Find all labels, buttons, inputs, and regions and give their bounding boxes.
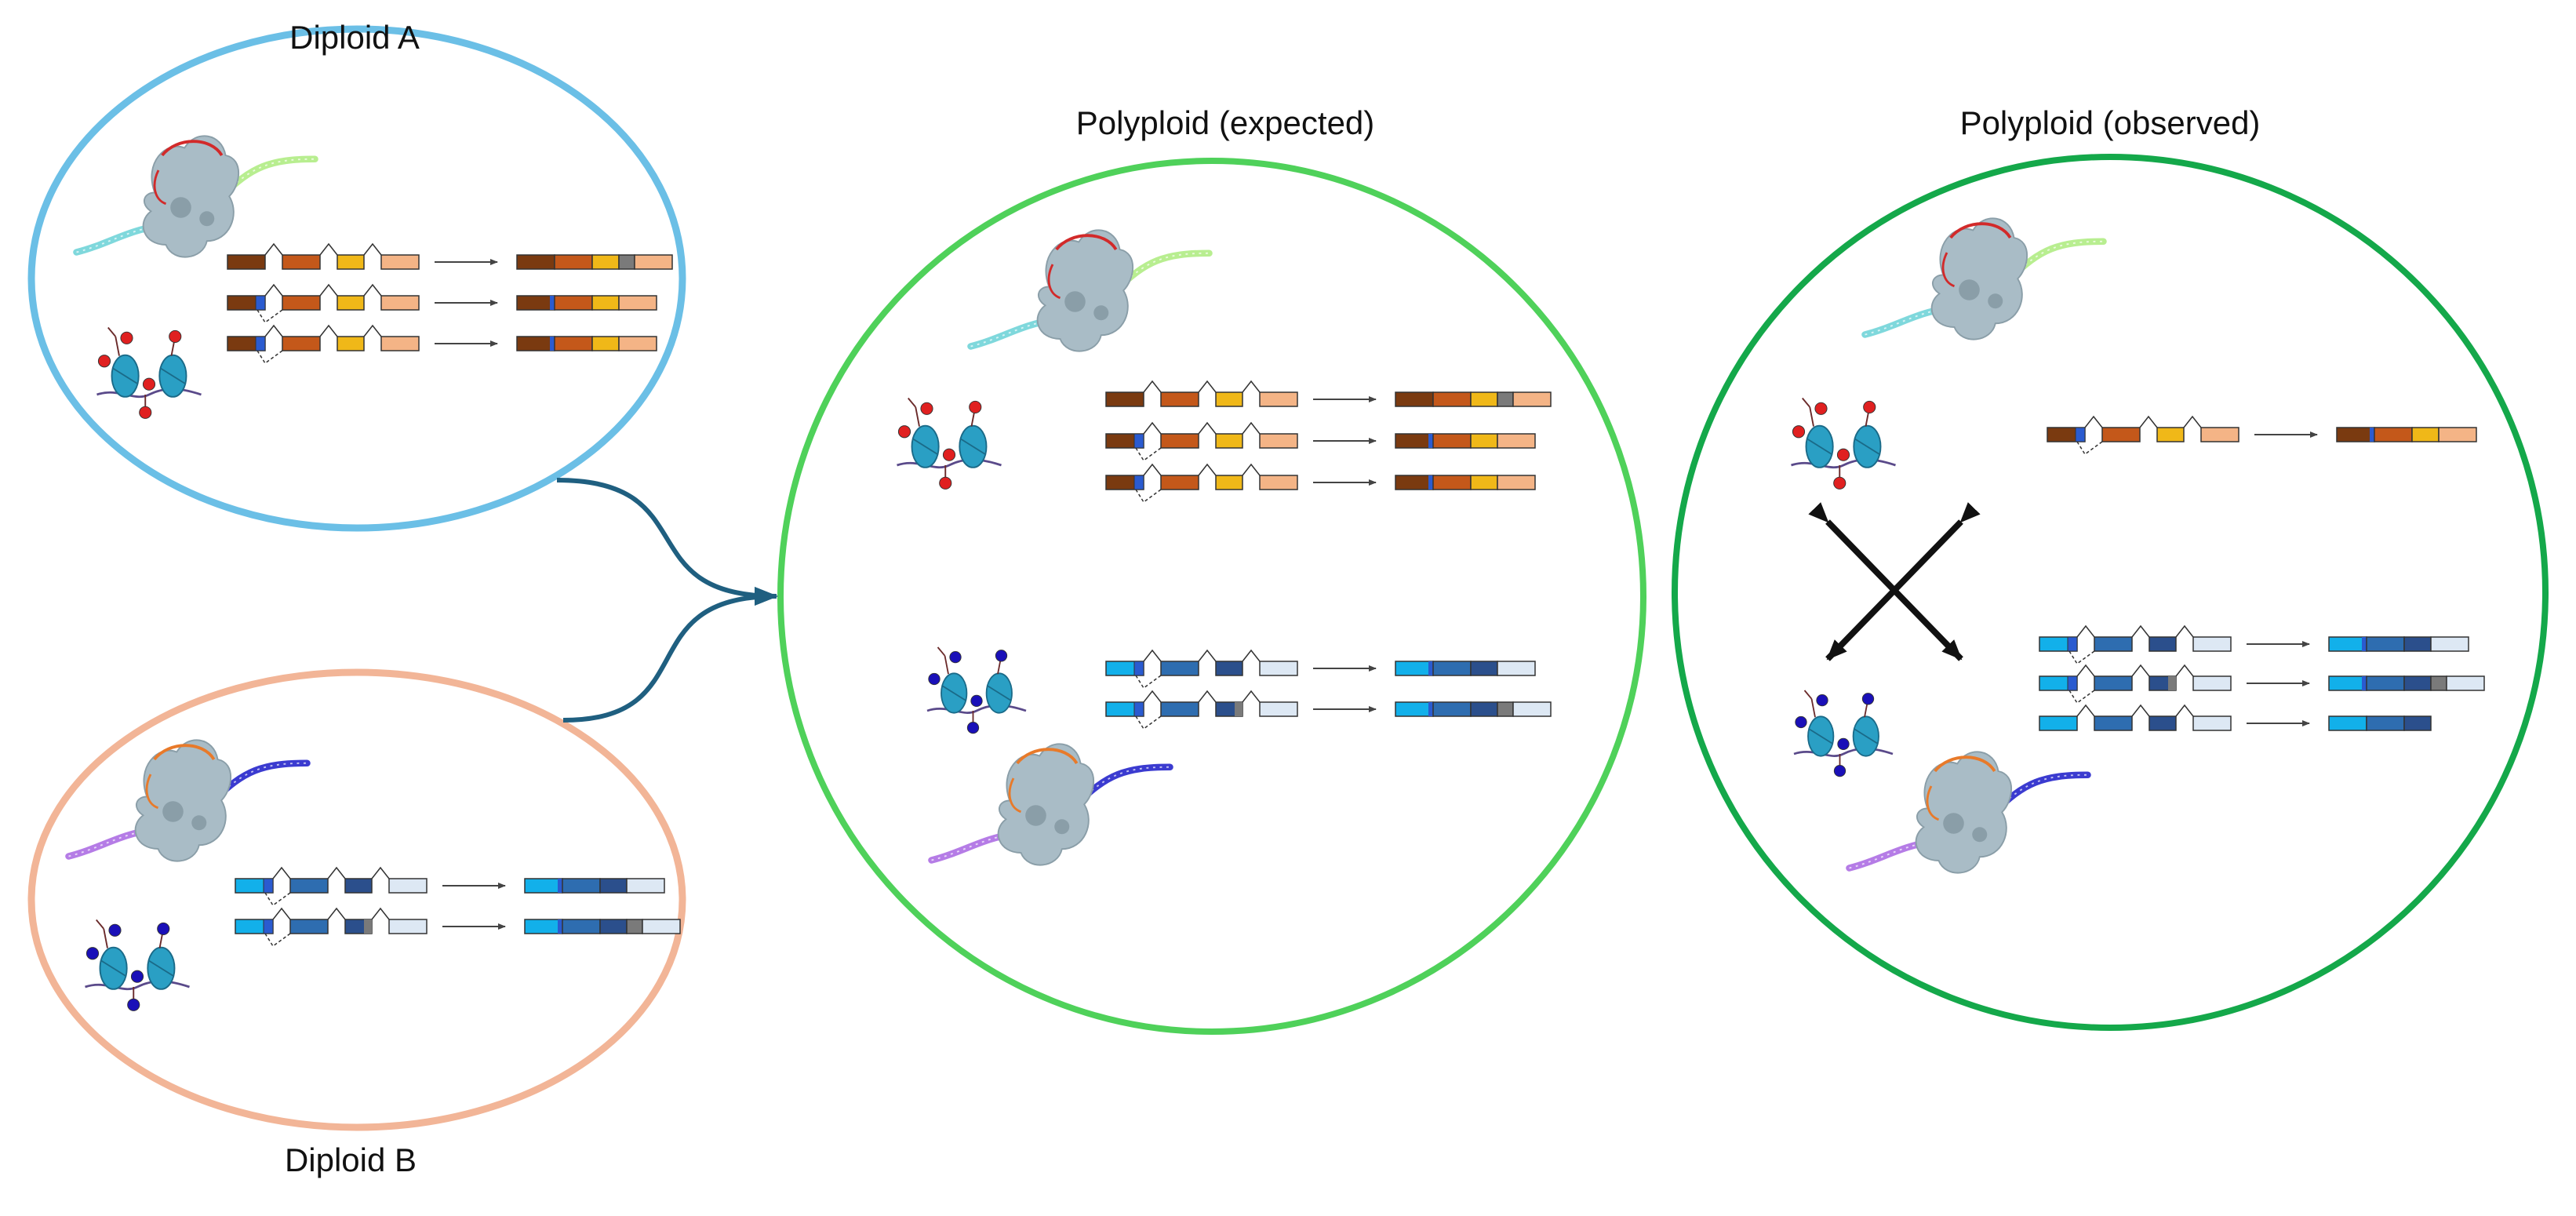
diploid-b-title: Diploid B [284,1141,417,1178]
polyploid-observed-title: Polyploid (observed) [1959,104,2261,141]
gene-model-icon [2039,624,2469,665]
diploid-a-title: Diploid A [289,19,420,56]
gene-model-icon [1105,380,1552,407]
polyploid-observed-ring [1672,154,2549,1031]
chromatin-icon [85,919,190,1011]
gene-model-icon [2047,415,2477,456]
merge-arrow-from-a [556,478,778,606]
gene-model-icon [1105,463,1536,504]
ribosome-icon [1861,217,2107,340]
chromatin-icon [96,326,202,419]
chromatin-icon [1791,397,1896,490]
merge-arrow-from-b [562,587,778,723]
diploid-b-ring [27,668,686,1131]
ribosome-icon [928,743,1173,866]
ribosome-icon [73,135,318,258]
gene-model-icon [1105,690,1552,730]
cross-arrow-icon [1825,502,1981,661]
gene-model-icon [227,283,657,324]
gene-model-icon [1105,649,1536,690]
ribosome-icon [1846,751,2091,874]
gene-model-icon [235,866,665,907]
chromatin-icon [1793,690,1894,777]
polyploid-expected-title: Polyploid (expected) [1075,104,1375,141]
gene-model-icon [2039,704,2432,731]
ribosome-icon [65,739,311,862]
chromatin-icon [926,646,1027,734]
gene-model-icon [1105,421,1536,462]
diploid-a-ring [27,25,686,532]
polyploid-expected-ring [777,158,1646,1035]
gene-model-icon [227,324,657,365]
gene-model-icon [227,242,673,270]
gene-model-icon [2039,664,2485,704]
gene-model-icon [235,907,681,948]
chromatin-icon [897,397,1002,490]
ribosome-icon [967,229,1213,352]
